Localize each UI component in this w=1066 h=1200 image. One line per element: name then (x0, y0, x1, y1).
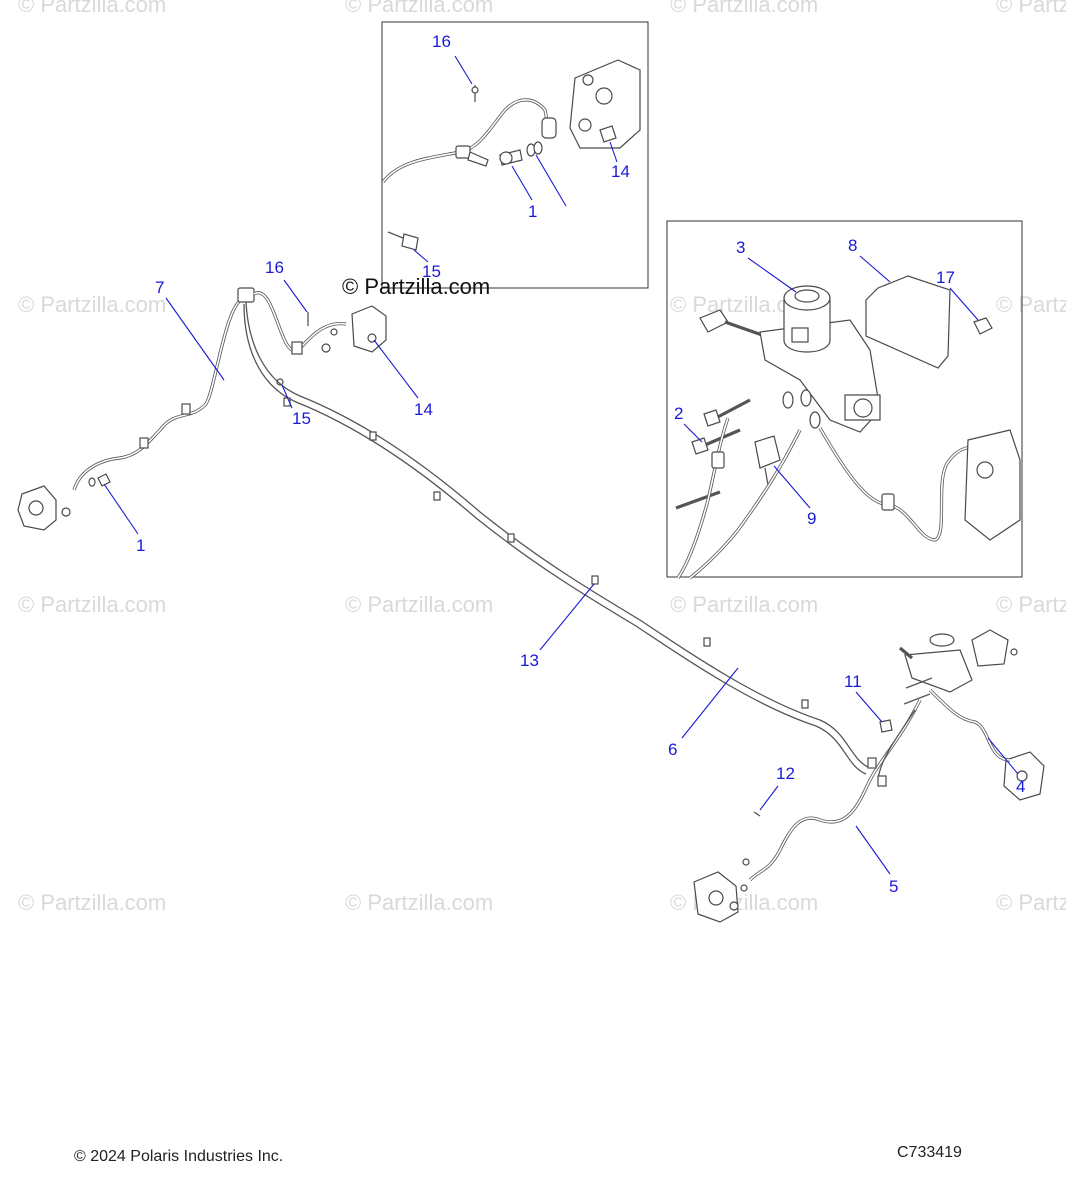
main-assembly: 1 7 16 15 14 13 6 11 4 12 5 (17, 258, 1045, 923)
watermark: © Partzilla.com (18, 592, 166, 617)
callout-8: 8 (848, 236, 857, 255)
drawing-number: C733419 (897, 1144, 962, 1161)
heat-shield (865, 275, 951, 369)
caliper-bleeder (595, 87, 613, 105)
callout-12: 12 (776, 764, 795, 783)
callout-14: 14 (611, 162, 630, 181)
callout-6: 6 (668, 740, 677, 759)
callout-5: 5 (889, 877, 898, 896)
watermark: © Partzilla.com (996, 890, 1066, 915)
watermark: © Partzilla.com (670, 592, 818, 617)
watermark: © Partzilla.com (345, 592, 493, 617)
callout-14: 14 (414, 400, 433, 419)
watermark: © Partzilla.com (670, 890, 818, 915)
inset-caliper-detail: 16 1 14 15 (381, 21, 649, 289)
watermark-layer: © Partzilla.com © Partzilla.com © Partzi… (18, 0, 1066, 915)
caliper-body (351, 305, 387, 353)
copyright-text: © 2024 Polaris Industries Inc. (74, 1148, 284, 1165)
inset-frame (381, 21, 649, 289)
banjo-bolt (97, 473, 111, 487)
callout-2: 2 (674, 404, 683, 423)
watermark: © Partzilla.com (18, 0, 166, 17)
callout-17: 17 (936, 268, 955, 287)
bolt (879, 719, 893, 733)
callout-4: 4 (1016, 777, 1025, 796)
callout-13: 13 (520, 651, 539, 670)
watermark: © Partzilla.com (996, 592, 1066, 617)
callout-16: 16 (265, 258, 284, 277)
callout-9: 9 (807, 509, 816, 528)
callout-3: 3 (736, 238, 745, 257)
watermark: © Partzilla.com (996, 292, 1066, 317)
mounting-bolt (703, 409, 721, 427)
retaining-pin (753, 811, 761, 817)
watermark: © Partzilla.com (345, 890, 493, 915)
callout-15: 15 (422, 262, 441, 281)
banjo-fitting (541, 117, 557, 139)
watermark: © Partzilla.com (996, 0, 1066, 17)
callout-11: 11 (844, 672, 862, 691)
caliper-body (964, 429, 1021, 541)
callout-1: 1 (528, 202, 537, 221)
brake-line-6 (243, 303, 867, 775)
watermark: © Partzilla.com (345, 0, 493, 17)
master-cylinder-body (904, 649, 973, 693)
brake-light-switch (754, 435, 781, 469)
crush-washer (533, 141, 543, 155)
reservoir-cap (929, 633, 955, 647)
callout-16: 16 (432, 32, 451, 51)
tee-junction (237, 287, 255, 303)
flange-nut (973, 317, 993, 335)
watermark: © Partzilla.com (670, 0, 818, 17)
flange-bolt (401, 233, 419, 251)
partzilla-logo: © Partzilla.com (342, 274, 491, 299)
callout-7: 7 (155, 278, 164, 297)
callout-15: 15 (292, 409, 311, 428)
watermark: © Partzilla.com (18, 292, 166, 317)
callout-1: 1 (136, 536, 145, 555)
line-clip (455, 145, 471, 159)
inset-frame (666, 220, 1023, 578)
inset-brake-line (381, 98, 550, 184)
brake-line-7 (72, 296, 246, 491)
bleeder-screw (599, 125, 617, 143)
clip-tab (467, 151, 489, 167)
inset-master-cylinder-detail: 3 8 17 2 9 (666, 220, 1023, 580)
heat-shield (971, 629, 1009, 667)
brake-line-13 (245, 301, 871, 769)
watermark: © Partzilla.com (18, 890, 166, 915)
